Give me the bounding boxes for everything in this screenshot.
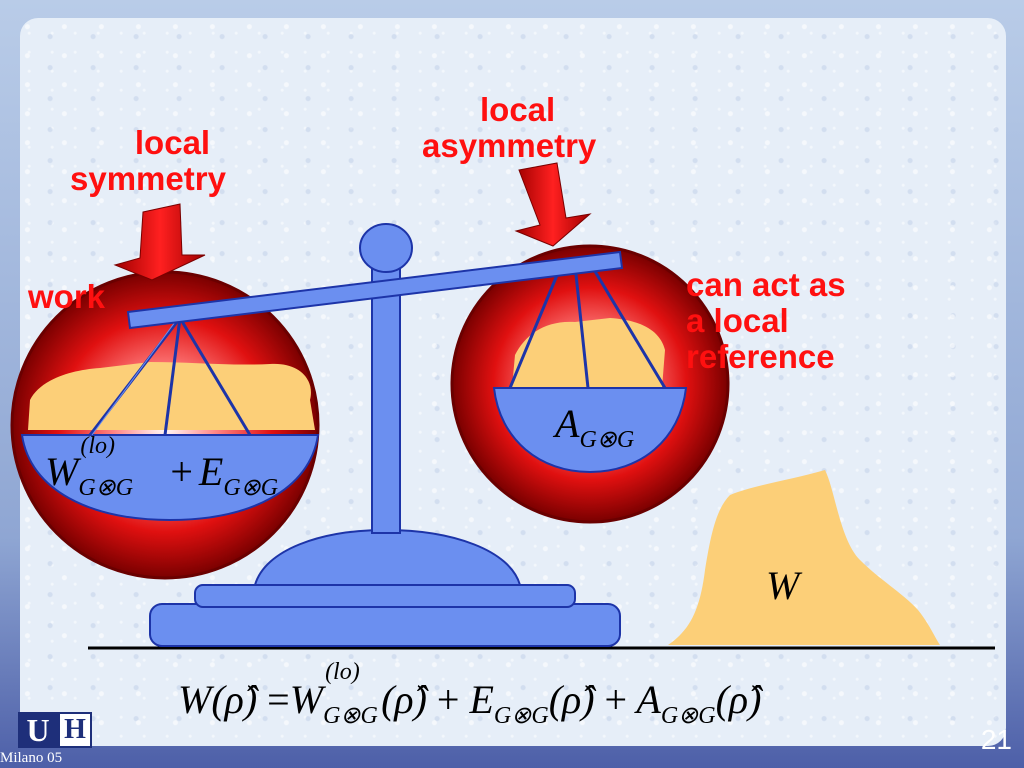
footer-text: Milano 05 [0,750,63,766]
left-sphere [10,270,320,580]
left-pan-formula: W(lo)G⊗G +EG⊗G [45,433,278,501]
label-can-act-line2: a local [686,302,789,339]
eq-rho-3: (ρ̂) [715,677,762,722]
eq-equals: = [267,677,290,722]
logo-u: U [18,712,58,748]
label-work: work [28,278,106,315]
eq-lo-superscript: (lo) [325,659,360,685]
formula-A-subscript: G⊗G [579,427,635,453]
formula-E: E [198,449,224,494]
page-number: 21 [980,724,1012,755]
label-can-act-line3: reference [686,338,835,375]
university-logo: U H [18,712,93,748]
label-local-symmetry-line2: symmetry [70,160,226,197]
scale-stand [149,223,621,647]
eq-plus-2: + [604,677,628,722]
left-arrow-icon [113,203,206,281]
eq-A: A [636,677,661,722]
scale-beam [126,250,624,330]
eq-plus-1: + [436,677,460,722]
label-local-symmetry: local [110,125,235,161]
formula-lo-superscript: (lo) [80,433,115,459]
label-can-act-line1: can act as [686,266,846,303]
eq-rho-2: (ρ̂) [548,677,595,722]
right-arrow-icon [514,162,592,247]
eq-W: W [289,677,324,722]
label-local-asymmetry-line1: local [480,91,556,128]
eq-W-subscript: G⊗G [323,703,378,729]
formula-E-subscript: G⊗G [223,475,279,501]
eq-E: E [469,677,494,722]
formula-A: A [555,401,580,446]
logo-h: H [58,712,92,748]
formula-W: W [45,449,79,494]
formula-W-subscript: G⊗G [78,475,134,501]
label-local-asymmetry-line2: asymmetry [422,127,597,164]
eq-E-subscript: G⊗G [493,703,549,729]
work-pile [668,470,940,645]
eq-rho-1: (ρ̂) [381,677,427,722]
right-pan-formula: AG⊗G [555,400,634,453]
label-local-symmetry-line1: local [134,124,211,161]
main-equation: W(ρ̂) =W(lo)G⊗G(ρ̂) + EG⊗G(ρ̂) + AG⊗G(ρ̂… [178,659,762,729]
formula-plus: + [170,449,193,494]
eq-A-subscript: G⊗G [660,703,716,729]
eq-lhs: W(ρ̂) [178,677,258,722]
pile-label-W: W [766,563,800,608]
right-sphere [450,244,730,524]
